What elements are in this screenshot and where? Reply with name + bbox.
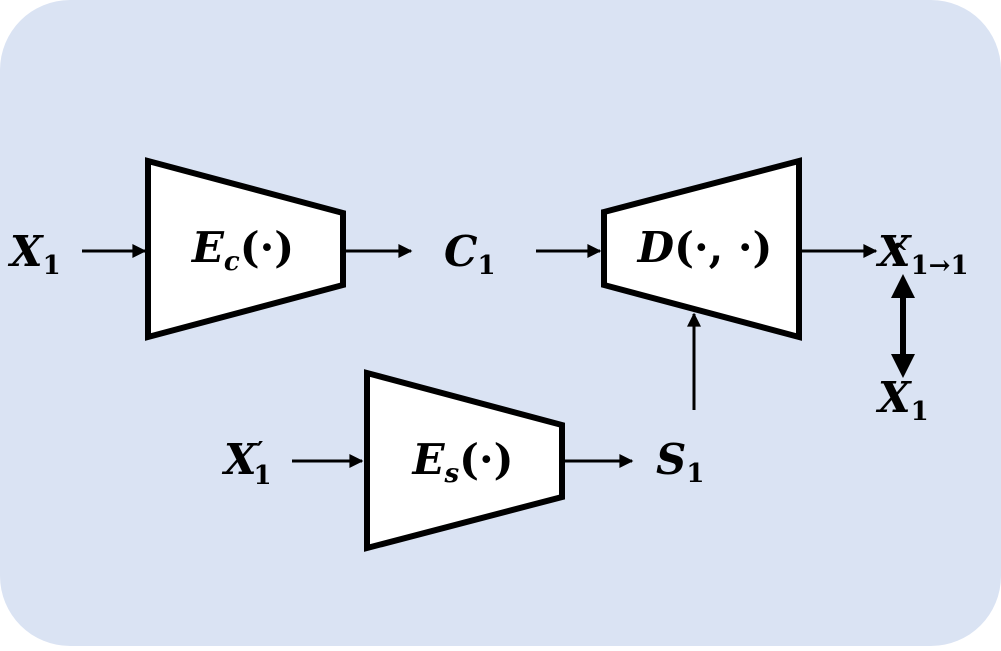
target-label: X1 [875, 373, 929, 427]
style-code-label: S1 [656, 435, 704, 489]
content-code-label: C1 [444, 227, 496, 281]
input-label: X1 [7, 227, 61, 281]
reconstruction-label: X1→1 [875, 227, 969, 281]
decoder-block [601, 157, 802, 341]
style-encoder-block [364, 369, 565, 552]
content-encoder-block [145, 157, 346, 341]
input-prime-label: X′1 [221, 435, 272, 491]
content-encoder-label: Ec(·) [191, 223, 294, 277]
decoder-label: D(·, ·) [637, 223, 773, 272]
reconstruction-hat: ^ [887, 239, 909, 269]
style-encoder-label: Es(·) [411, 435, 513, 489]
